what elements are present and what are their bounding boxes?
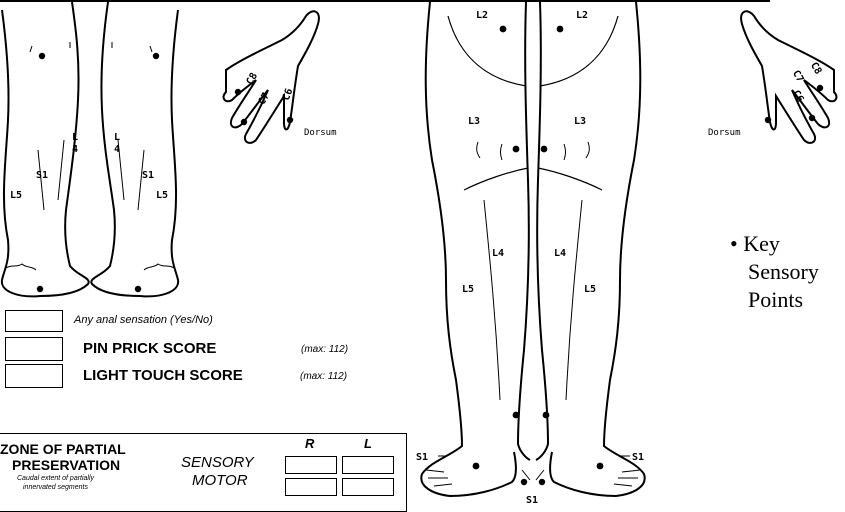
key-legend: • Key Sensory Points bbox=[730, 230, 819, 314]
label-l4-left: L4 bbox=[492, 248, 504, 259]
label-l4-post-left-top: L bbox=[72, 132, 78, 143]
zpp-col-l: L bbox=[364, 436, 372, 451]
label-l5-right: L5 bbox=[584, 284, 596, 295]
anterior-legs bbox=[421, 2, 644, 496]
segment-labels: L2 L2 L3 L3 L4 L4 L5 L5 S1 S1 S1 S1 S1 L… bbox=[10, 10, 823, 506]
right-hand bbox=[741, 11, 836, 143]
zpp-sensory-l-box[interactable] bbox=[342, 456, 394, 474]
zpp-subtitle-line1: Caudal extent of partially bbox=[17, 475, 94, 482]
anal-sensation-label: Any anal sensation (Yes/No) bbox=[74, 314, 213, 326]
label-s1-left: S1 bbox=[416, 452, 428, 463]
posterior-key-points bbox=[37, 53, 159, 292]
light-touch-label: LIGHT TOUCH SCORE bbox=[83, 367, 243, 384]
bullet-icon: • bbox=[730, 231, 738, 256]
anal-sensation-box[interactable] bbox=[5, 310, 63, 332]
zpp-col-r: R bbox=[305, 436, 314, 451]
light-touch-score-box[interactable] bbox=[5, 364, 63, 388]
zpp-title-line1: ZONE OF PARTIAL bbox=[0, 441, 126, 457]
dorsum-label-right: Dorsum bbox=[708, 128, 741, 138]
zpp-title-line2: PRESERVATION bbox=[12, 457, 120, 473]
zpp-sensory-label: SENSORY bbox=[181, 454, 254, 471]
pin-prick-score-box[interactable] bbox=[5, 337, 63, 361]
key-text-1: Key bbox=[743, 231, 780, 256]
pin-prick-label: PIN PRICK SCORE bbox=[83, 340, 216, 357]
label-s1-center: S1 bbox=[526, 495, 538, 506]
posterior-legs bbox=[2, 2, 178, 296]
label-s1-right: S1 bbox=[632, 452, 644, 463]
left-hand bbox=[224, 11, 319, 143]
label-l3-right: L3 bbox=[574, 116, 586, 127]
label-l4-right: L4 bbox=[554, 248, 566, 259]
zpp-motor-label: MOTOR bbox=[192, 472, 248, 489]
key-text-2: Sensory bbox=[730, 258, 819, 286]
zpp-subtitle-line2: innervated segments bbox=[23, 484, 88, 491]
label-l2-right: L2 bbox=[576, 10, 588, 21]
zone-of-partial-preservation-panel: ZONE OF PARTIAL PRESERVATION Caudal exte… bbox=[0, 433, 407, 512]
light-touch-max: (max: 112) bbox=[300, 371, 347, 382]
label-l4-post-right-top: L bbox=[114, 132, 120, 143]
label-s1-post-left: S1 bbox=[36, 170, 48, 181]
label-s1-post-right: S1 bbox=[142, 170, 154, 181]
pin-prick-max: (max: 112) bbox=[301, 344, 348, 355]
zpp-motor-r-box[interactable] bbox=[285, 478, 337, 496]
key-text-3: Points bbox=[730, 286, 819, 314]
label-l2-left: L2 bbox=[476, 10, 488, 21]
zpp-sensory-r-box[interactable] bbox=[285, 456, 337, 474]
label-l5-post-left: L5 bbox=[10, 190, 22, 201]
label-c8-left: C8 bbox=[245, 71, 261, 87]
zpp-motor-l-box[interactable] bbox=[342, 478, 394, 496]
label-c7-left: C7 bbox=[257, 91, 273, 107]
label-l4-post-left-bottom: 4 bbox=[72, 144, 78, 155]
label-c7-right: C7 bbox=[790, 69, 806, 85]
label-l3-left: L3 bbox=[468, 116, 480, 127]
label-l4-post-right-bottom: 4 bbox=[114, 144, 120, 155]
label-l5-post-right: L5 bbox=[156, 190, 168, 201]
label-l5-left: L5 bbox=[462, 284, 474, 295]
key-line-1: • Key bbox=[730, 230, 819, 258]
dorsum-label-left: Dorsum bbox=[304, 128, 337, 138]
